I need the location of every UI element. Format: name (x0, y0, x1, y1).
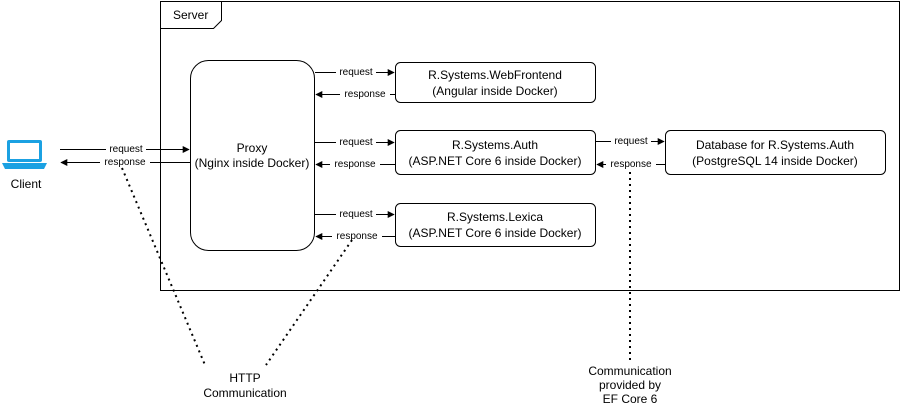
request-label: request (109, 144, 143, 155)
service-title: R.Systems.WebFrontend (428, 68, 562, 82)
response-label: response (610, 159, 652, 170)
http-note-connector (265, 239, 353, 366)
edge-proxy-lexica: request response (315, 208, 395, 242)
note-line: provided by (599, 378, 661, 392)
edge-proxy-auth: request response (315, 136, 395, 170)
database-subtitle: (PostgreSQL 14 inside Docker) (692, 154, 858, 168)
service-title: R.Systems.Auth (452, 138, 538, 152)
service-lexica: R.Systems.Lexica (ASP.NET Core 6 inside … (395, 203, 596, 247)
service-subtitle: (Angular inside Docker) (432, 84, 557, 98)
http-communication-note: HTTP Communication (203, 371, 286, 400)
response-label: response (336, 231, 378, 242)
note-line: HTTP (229, 371, 260, 385)
server-label-tab (160, 1, 222, 29)
service-auth: R.Systems.Auth (ASP.NET Core 6 inside Do… (395, 130, 596, 175)
ef-communication-note: Communication provided by EF Core 6 (588, 364, 671, 406)
note-line: EF Core 6 (603, 392, 658, 406)
database-title: Database for R.Systems.Auth (696, 138, 854, 152)
client-node: Client (2, 140, 47, 191)
proxy-subtitle: (Nginx inside Docker) (195, 156, 310, 170)
service-subtitle: (ASP.NET Core 6 inside Docker) (409, 226, 582, 240)
database-node: Database for R.Systems.Auth (PostgreSQL … (665, 130, 886, 175)
response-label: response (104, 157, 146, 168)
server-label: Server (173, 8, 208, 22)
request-label: request (339, 67, 373, 78)
response-label: response (344, 89, 386, 100)
proxy-title: Proxy (237, 141, 268, 155)
proxy-node: Proxy (Nginx inside Docker) (190, 60, 315, 251)
request-label: request (614, 136, 648, 147)
edge-client-proxy: request response (60, 143, 190, 168)
edge-auth-database: request response (596, 135, 665, 170)
note-line: Communication (588, 364, 671, 378)
client-label: Client (11, 177, 42, 191)
response-label: response (334, 159, 376, 170)
edge-proxy-webfrontend: request response (315, 66, 395, 100)
request-label: request (339, 209, 373, 220)
laptop-icon (2, 140, 47, 169)
note-line: Communication (203, 386, 286, 400)
service-subtitle: (ASP.NET Core 6 inside Docker) (409, 154, 582, 168)
service-webfrontend: R.Systems.WebFrontend (Angular inside Do… (395, 62, 596, 103)
request-label: request (339, 137, 373, 148)
service-title: R.Systems.Lexica (447, 210, 543, 224)
